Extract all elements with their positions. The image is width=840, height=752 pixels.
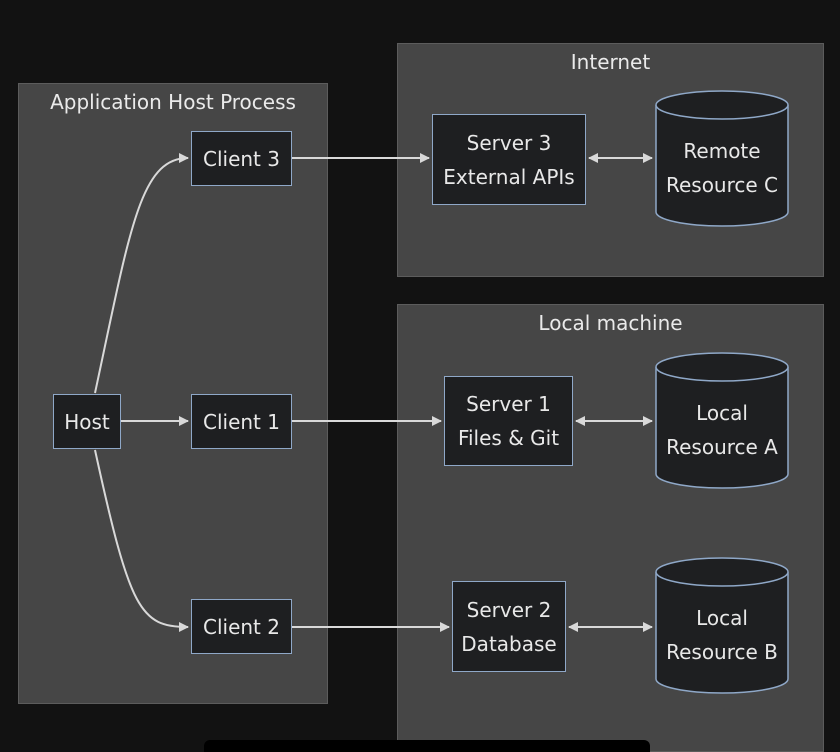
node-server2-line2: Database xyxy=(461,631,557,656)
node-client1: Client 1 xyxy=(191,394,292,449)
database-local-resource-b: Local Resource B xyxy=(655,557,789,695)
node-client3: Client 3 xyxy=(191,131,292,186)
node-server3-line2: External APIs xyxy=(443,164,575,189)
node-server3: Server 3 External APIs xyxy=(432,114,586,205)
edge-host-client2 xyxy=(94,449,189,632)
edge-host-client3 xyxy=(94,153,189,394)
database-b-line1: Local xyxy=(696,606,748,630)
database-c-line2: Resource C xyxy=(665,173,779,197)
node-server1-line1: Server 1 xyxy=(466,392,551,416)
cylinder-icon xyxy=(655,90,789,227)
node-client1-label: Client 1 xyxy=(203,409,280,434)
node-client3-label: Client 3 xyxy=(203,146,280,171)
database-c-line1: Remote xyxy=(683,139,761,163)
database-local-resource-a-label: Local Resource A xyxy=(655,396,789,464)
node-server2: Server 2 Database xyxy=(452,581,566,672)
cylinder-icon xyxy=(655,352,789,489)
node-host: Host xyxy=(53,394,121,449)
database-local-resource-a: Local Resource A xyxy=(655,352,789,490)
cylinder-icon xyxy=(655,557,789,694)
database-a-line2: Resource A xyxy=(666,435,778,459)
database-local-resource-b-label: Local Resource B xyxy=(655,601,789,669)
node-host-label: Host xyxy=(64,409,110,434)
cluster-title-internet: Internet xyxy=(570,50,651,74)
cluster-title-application-host: Application Host Process xyxy=(50,90,296,114)
database-b-line2: Resource B xyxy=(666,640,778,664)
node-server1-line2: Files & Git xyxy=(457,426,560,450)
bottom-bar xyxy=(204,740,650,752)
node-server2-line1: Server 2 xyxy=(466,597,552,622)
node-client2-label: Client 2 xyxy=(203,614,280,639)
node-client2: Client 2 xyxy=(191,599,292,654)
node-server1: Server 1 Files & Git xyxy=(444,376,573,466)
node-server3-line1: Server 3 xyxy=(466,130,552,155)
database-remote-resource-c-label: Remote Resource C xyxy=(655,134,789,202)
database-a-line1: Local xyxy=(696,401,748,425)
database-remote-resource-c: Remote Resource C xyxy=(655,90,789,228)
cluster-application-host-process: Application Host Process xyxy=(18,83,328,704)
cluster-title-local-machine: Local machine xyxy=(538,311,683,335)
